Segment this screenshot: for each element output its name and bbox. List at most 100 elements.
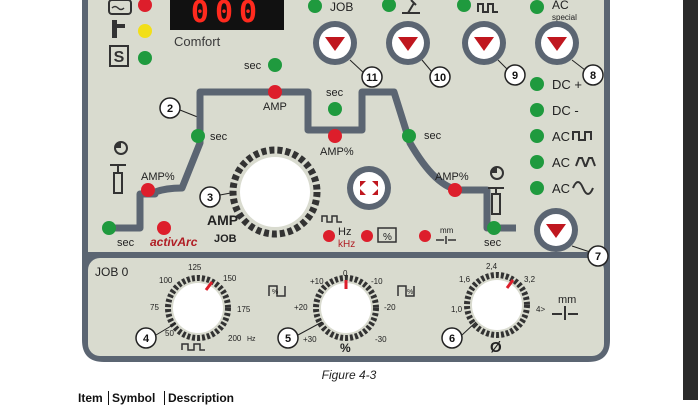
button-7[interactable] — [534, 208, 578, 252]
sec-bl-label: sec — [117, 237, 135, 249]
main-knob-job-label: JOB — [214, 233, 237, 245]
button-9[interactable] — [462, 21, 506, 65]
led-ac-trapezoid — [530, 155, 544, 169]
button-8[interactable] — [535, 21, 579, 65]
knob-4-pointer — [204, 281, 214, 291]
knob-5-ring[interactable] — [313, 275, 379, 341]
main-knob[interactable] — [240, 157, 310, 227]
sec-mid-label: sec — [326, 87, 344, 99]
k6-tick: 3,2 — [524, 275, 536, 284]
display-digits: 000 — [191, 0, 263, 30]
main-knob-amp-label: AMP — [207, 212, 238, 228]
svg-text:8: 8 — [590, 70, 596, 82]
table-header-description: Description — [164, 391, 234, 405]
led-pulse — [457, 0, 471, 12]
k5-unit: % — [340, 341, 351, 355]
k6-tick: 1,0 — [451, 305, 463, 314]
k4-tick: 125 — [188, 263, 202, 272]
main-knob-ring[interactable] — [229, 146, 321, 238]
k6-tick: 1,6 — [459, 275, 471, 284]
k6-tick: 2,4 — [486, 262, 498, 271]
ac-sine-label: AC — [552, 181, 570, 196]
k4-tick: 50 — [165, 329, 174, 338]
led-sec-bl — [102, 221, 116, 235]
k6-diameter-label: Ø — [490, 339, 502, 356]
button-10[interactable] — [386, 21, 430, 65]
ac-square-label: AC — [552, 129, 570, 144]
k5-tick: -10 — [371, 277, 383, 286]
svg-text:7: 7 — [595, 251, 601, 263]
timer-icon-left — [114, 141, 128, 155]
knob-4-ring[interactable] — [165, 275, 231, 341]
sec-left-label: sec — [210, 131, 228, 143]
svg-text:4: 4 — [143, 333, 150, 345]
callout-11: 11 — [349, 59, 383, 88]
pct-label: % — [383, 232, 392, 243]
ac-trapezoid-label: AC — [552, 155, 570, 170]
k4-tick: 100 — [159, 276, 173, 285]
mm-label: mm — [440, 226, 454, 235]
svg-text:3: 3 — [207, 192, 213, 204]
display-mode-label: Comfort — [174, 34, 221, 49]
display — [170, 0, 284, 30]
led-job — [308, 0, 322, 13]
electrode-icon — [436, 236, 456, 244]
timer-icon-right — [490, 166, 504, 180]
amp-top-label: AMP — [263, 101, 287, 113]
svg-text:10: 10 — [434, 72, 446, 84]
s-icon: S — [109, 45, 129, 67]
svg-text:11: 11 — [366, 72, 378, 84]
knob-6-pointer — [505, 279, 515, 289]
sec-br-label: sec — [484, 237, 502, 249]
k4-tick: 150 — [223, 274, 237, 283]
torch-icon — [112, 20, 125, 38]
knob-5[interactable] — [321, 283, 371, 333]
selector-button[interactable] — [347, 166, 391, 210]
led-sec-left — [191, 129, 205, 143]
led-pct — [361, 230, 373, 242]
callout-10: 10 — [421, 59, 451, 88]
led-amp-top — [268, 85, 282, 99]
led-yellow — [138, 24, 152, 38]
k4-unit: Hz — [247, 336, 256, 343]
callout-5: 5 — [277, 321, 323, 349]
led-hz — [323, 230, 335, 242]
led-dc-minus — [530, 103, 544, 117]
knob-6-ring[interactable] — [464, 272, 530, 338]
ac-special-label: AC — [552, 0, 569, 12]
pulse-small-icon — [321, 215, 342, 223]
led-dc-plus — [530, 77, 544, 91]
knob-4[interactable] — [173, 283, 223, 333]
callout-9: 9 — [497, 59, 526, 86]
k5-balance-left-pct: % — [272, 289, 278, 296]
k4-tick: 75 — [150, 303, 159, 312]
led-ac-special — [530, 0, 544, 14]
pulse-icon — [477, 3, 498, 13]
gas-bottle-icon-left — [110, 164, 126, 194]
svg-text:5: 5 — [285, 333, 291, 345]
led-green-s — [138, 51, 152, 65]
k5-tick: +30 — [303, 335, 317, 344]
led-sec-top — [268, 58, 282, 72]
duty-cycle-icon — [377, 227, 397, 243]
special-label: special — [552, 13, 577, 22]
job0-label: JOB 0 — [95, 265, 129, 279]
gas-water-icon — [108, 0, 132, 15]
knob-6[interactable] — [472, 280, 522, 330]
sec-top-label: sec — [244, 60, 262, 72]
svg-text:S: S — [114, 49, 125, 66]
ac-sine-icon — [572, 181, 594, 195]
job-label: JOB — [330, 0, 353, 14]
gas-bottle-icon-right — [488, 187, 504, 215]
button-11[interactable] — [313, 21, 357, 65]
svg-text:9: 9 — [512, 70, 518, 82]
led-amp-pct-mid — [328, 129, 342, 143]
led-mm — [419, 230, 431, 242]
k6-unit: mm — [558, 294, 576, 306]
led-red-top — [138, 0, 152, 12]
amp-pct-left-label: AMP% — [141, 171, 175, 183]
k5-balance-right-pct: % — [407, 289, 413, 296]
hz-label: Hz — [338, 226, 351, 238]
